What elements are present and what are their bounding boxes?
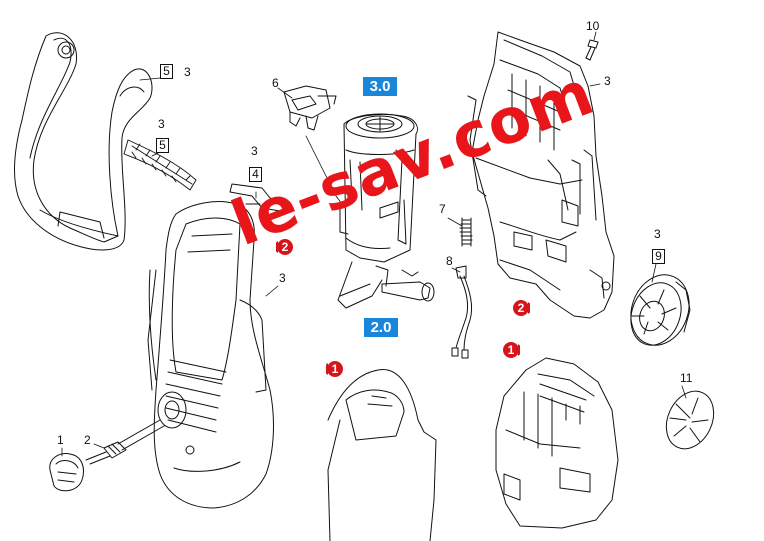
assembly-label-upper: 3.0 — [363, 77, 397, 96]
hose-part — [451, 265, 473, 359]
callout-7: 7 — [439, 202, 446, 216]
hose-guide-part — [123, 139, 197, 191]
callout-9-boxed: 9 — [652, 249, 665, 264]
callout-2: 2 — [84, 433, 91, 447]
lower-rear-housing-detail — [495, 357, 619, 529]
leader-lines — [61, 31, 687, 457]
front-housing — [147, 201, 274, 509]
lower-front-housing-detail — [327, 369, 437, 541]
motor-pump-assembly — [305, 113, 435, 309]
callout-10: 10 — [586, 19, 600, 33]
adapter-parts — [49, 419, 165, 492]
callout-5-boxed: 5 — [156, 138, 169, 153]
callout-1: 1 — [57, 433, 64, 447]
hubcap-part — [665, 390, 715, 450]
callout-8: 8 — [446, 254, 453, 268]
callout-5-boxed: 5 — [160, 64, 173, 79]
switch-part — [283, 85, 337, 131]
callout-3: 3 — [604, 74, 611, 88]
callout-6: 6 — [272, 76, 279, 90]
callout-3: 3 — [251, 144, 258, 158]
callout-4-boxed: 4 — [249, 167, 262, 182]
clip-part — [229, 183, 291, 213]
callout-3: 3 — [158, 117, 165, 131]
view-marker-label: 2 — [281, 240, 289, 254]
rear-housing — [467, 31, 615, 319]
callout-3: 3 — [184, 65, 191, 79]
view-marker-1: 1 — [326, 360, 344, 378]
view-marker-label: 2 — [517, 301, 525, 315]
assembly-label-lower: 2.0 — [364, 318, 398, 337]
callout-3: 3 — [654, 227, 661, 241]
wheel-part — [630, 274, 691, 346]
view-marker-1: 1 — [502, 341, 520, 359]
view-marker-label: 1 — [331, 362, 339, 376]
view-marker-label: 1 — [507, 343, 515, 357]
handle-part — [14, 32, 153, 251]
callout-3: 3 — [279, 271, 286, 285]
screw-part — [585, 39, 599, 61]
view-marker-2: 2 — [276, 238, 294, 256]
spring-part — [459, 217, 473, 247]
view-marker-2: 2 — [512, 299, 530, 317]
callout-11: 11 — [680, 371, 693, 385]
